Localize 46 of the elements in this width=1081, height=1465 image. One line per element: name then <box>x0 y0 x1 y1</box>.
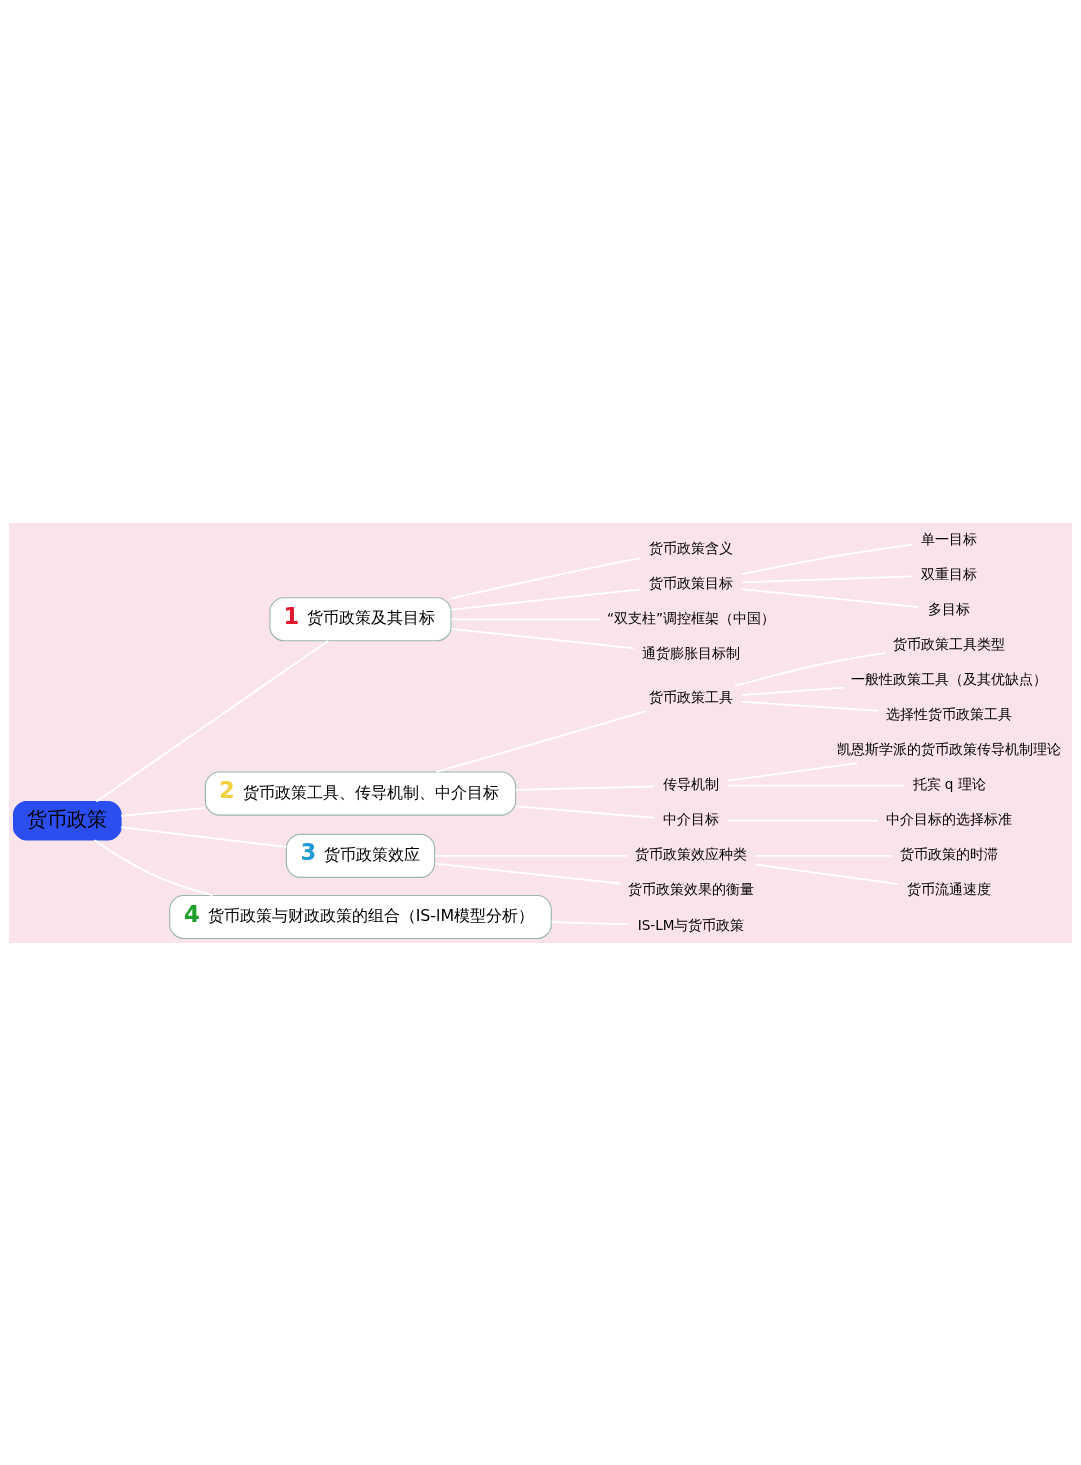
connector <box>120 825 288 848</box>
node-text: 多目标 <box>928 600 971 617</box>
node-text: 传导机制 <box>663 775 720 792</box>
node-text: 货币流通速度 <box>907 880 992 897</box>
node-text: “双支柱”调控框架（中国） <box>607 609 776 626</box>
connector <box>450 627 635 649</box>
connector <box>740 574 913 583</box>
connector <box>740 700 879 712</box>
connector <box>434 862 622 884</box>
connector <box>740 543 913 575</box>
node-box: 货币政策 <box>12 800 122 841</box>
connector <box>93 838 214 896</box>
node-text: 货币政策含义 <box>649 539 734 556</box>
connector <box>754 863 900 885</box>
node-text: 凯恩斯学派的货币政策传导机制理论 <box>837 740 1062 757</box>
node-text: 中介目标的选择标准 <box>886 810 1013 827</box>
node-text: 货币政策效果的衡量 <box>628 880 755 897</box>
node-text: 货币政策工具 <box>649 688 734 705</box>
connector <box>435 709 648 773</box>
connector <box>740 686 846 696</box>
node-box: 2 货币政策工具、传导机制、中介目标 <box>204 771 517 816</box>
node-text: 单一目标 <box>921 529 978 546</box>
node-box: 4 货币政策与财政政策的组合（IS-lM模型分析） <box>169 894 552 939</box>
node-box: 1 货币政策及其目标 <box>269 596 452 641</box>
connector <box>734 651 887 687</box>
node-text: 货币政策目标 <box>649 574 734 591</box>
connector <box>740 587 920 608</box>
node-text: 托宾 q 理论 <box>912 775 986 792</box>
node-text: 货币政策的时滞 <box>900 845 999 862</box>
connector <box>550 920 630 925</box>
connector <box>727 761 858 782</box>
node-text: 货币政策效应种类 <box>635 845 748 862</box>
node-text: 一般性政策工具（及其优缺点） <box>851 670 1048 687</box>
node-text: 通货膨胀目标制 <box>642 644 741 661</box>
connector <box>95 639 329 802</box>
node-text: 货币政策工具类型 <box>893 635 1006 652</box>
node-text: 中介目标 <box>663 810 720 827</box>
connector <box>514 804 655 819</box>
connector <box>120 806 207 817</box>
connector <box>514 785 655 791</box>
node-box: 3 货币政策效应 <box>285 833 436 878</box>
node-text: 选择性货币政策工具 <box>886 705 1013 722</box>
node-text: 双重目标 <box>921 565 978 582</box>
connector <box>450 556 642 599</box>
connector <box>450 588 642 611</box>
node-text: IS-LM与货币政策 <box>637 916 745 933</box>
